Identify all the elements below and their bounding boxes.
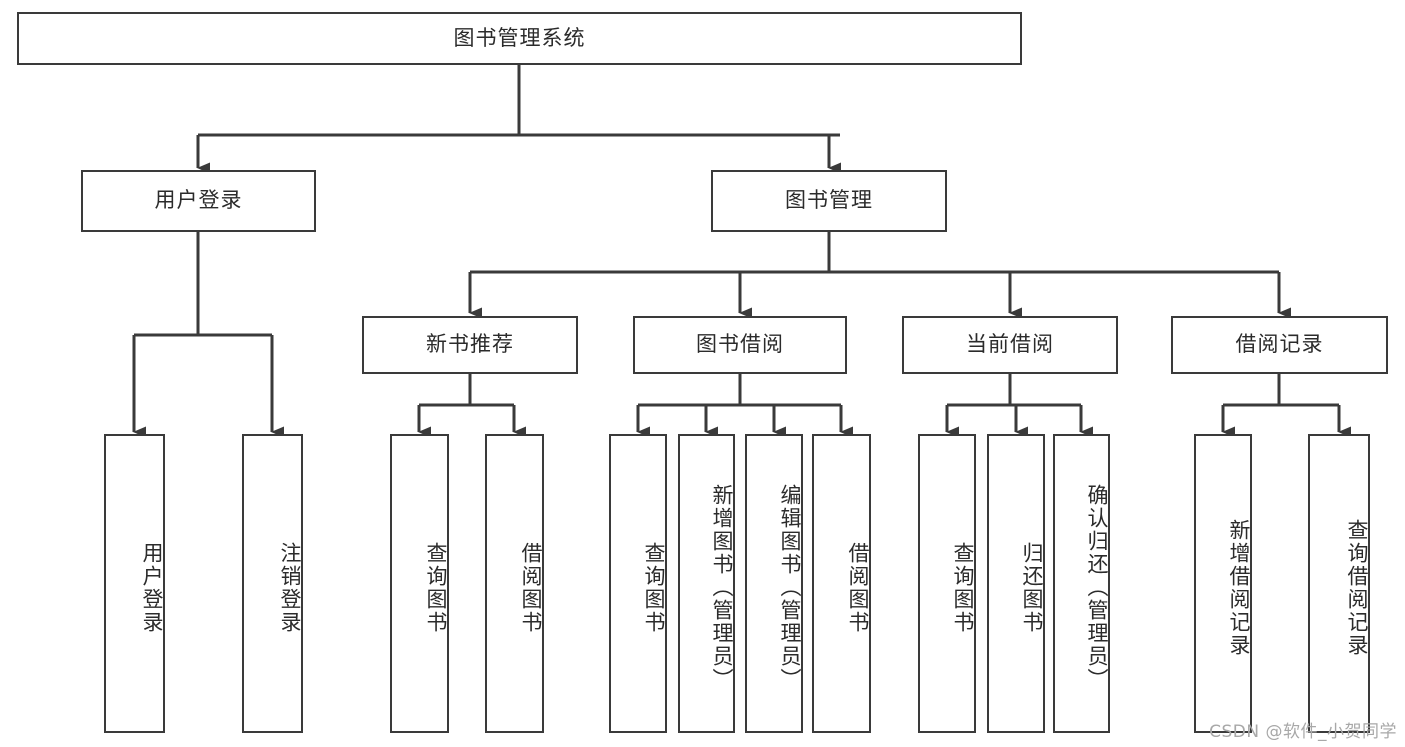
node-current-borrow[interactable]: 当前借阅	[902, 316, 1118, 374]
node-leaf-query-book-3[interactable]: 查询图书	[918, 434, 976, 733]
node-book-manage[interactable]: 图书管理	[711, 170, 947, 232]
node-leaf-query-book-2[interactable]: 查询图书	[609, 434, 667, 733]
node-leaf-edit-book[interactable]: 编辑图书（管理员）	[745, 434, 803, 733]
node-borrow-record-label: 借阅记录	[1235, 332, 1324, 357]
node-leaf-edit-book-label: 编辑图书（管理员）	[778, 484, 802, 691]
node-leaf-query-book-2-label: 查询图书	[642, 541, 666, 634]
node-leaf-confirm-return-label: 确认归还（管理员）	[1085, 484, 1109, 691]
node-leaf-query-record-label: 查询借阅记录	[1345, 518, 1369, 657]
node-leaf-query-book-1[interactable]: 查询图书	[390, 434, 449, 733]
node-leaf-query-book-1-label: 查询图书	[424, 541, 448, 634]
node-leaf-query-record[interactable]: 查询借阅记录	[1308, 434, 1370, 733]
node-leaf-borrow-book-1-label: 借阅图书	[519, 541, 543, 634]
node-leaf-logout-login-label: 注销登录	[278, 541, 302, 634]
node-leaf-add-book[interactable]: 新增图书（管理员）	[678, 434, 735, 733]
node-user-login-label: 用户登录	[154, 188, 243, 213]
node-leaf-add-record-label: 新增借阅记录	[1227, 518, 1251, 657]
node-leaf-logout-login[interactable]: 注销登录	[242, 434, 303, 733]
node-current-borrow-label: 当前借阅	[966, 332, 1054, 357]
node-borrow-record[interactable]: 借阅记录	[1171, 316, 1388, 374]
node-root-label: 图书管理系统	[453, 25, 586, 50]
node-new-book-recommend[interactable]: 新书推荐	[362, 316, 578, 374]
node-user-login[interactable]: 用户登录	[81, 170, 316, 232]
node-leaf-user-login-label: 用户登录	[140, 541, 164, 634]
node-leaf-add-book-label: 新增图书（管理员）	[710, 484, 734, 691]
node-root[interactable]: 图书管理系统	[17, 12, 1022, 65]
node-leaf-confirm-return[interactable]: 确认归还（管理员）	[1053, 434, 1110, 733]
node-book-borrow[interactable]: 图书借阅	[633, 316, 847, 374]
node-leaf-borrow-book-2[interactable]: 借阅图书	[812, 434, 871, 733]
node-leaf-query-book-3-label: 查询图书	[951, 541, 975, 634]
node-new-book-recommend-label: 新书推荐	[426, 332, 514, 357]
node-book-manage-label: 图书管理	[785, 188, 873, 213]
node-book-borrow-label: 图书借阅	[696, 332, 784, 357]
node-leaf-borrow-book-1[interactable]: 借阅图书	[485, 434, 544, 733]
node-leaf-return-book-label: 归还图书	[1020, 541, 1044, 634]
node-leaf-borrow-book-2-label: 借阅图书	[846, 541, 870, 634]
node-leaf-return-book[interactable]: 归还图书	[987, 434, 1045, 733]
node-leaf-user-login[interactable]: 用户登录	[104, 434, 165, 733]
node-leaf-add-record[interactable]: 新增借阅记录	[1194, 434, 1252, 733]
